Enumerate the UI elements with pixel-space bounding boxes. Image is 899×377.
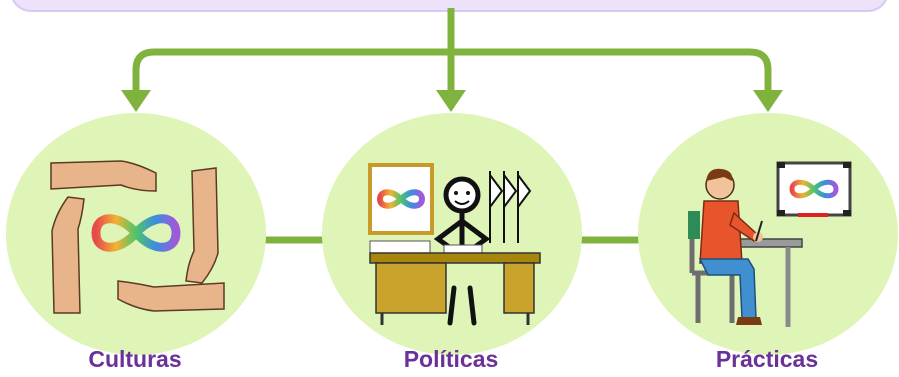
node-culturas-label: Culturas — [88, 346, 182, 372]
arrow-head-center — [436, 90, 466, 112]
person-desk-infinity-icon — [368, 163, 541, 326]
node-practicas-label: Prácticas — [715, 346, 819, 372]
arrow-head-left — [121, 90, 151, 112]
node-culturas-circle — [6, 113, 266, 355]
arrow-head-right — [753, 90, 783, 112]
node-practicas-circle — [638, 113, 898, 355]
student-whiteboard-infinity-icon — [688, 161, 852, 327]
node-politicas-label: Políticas — [403, 346, 499, 372]
hands-infinity-icon — [50, 160, 225, 314]
node-politicas-circle — [322, 113, 582, 355]
